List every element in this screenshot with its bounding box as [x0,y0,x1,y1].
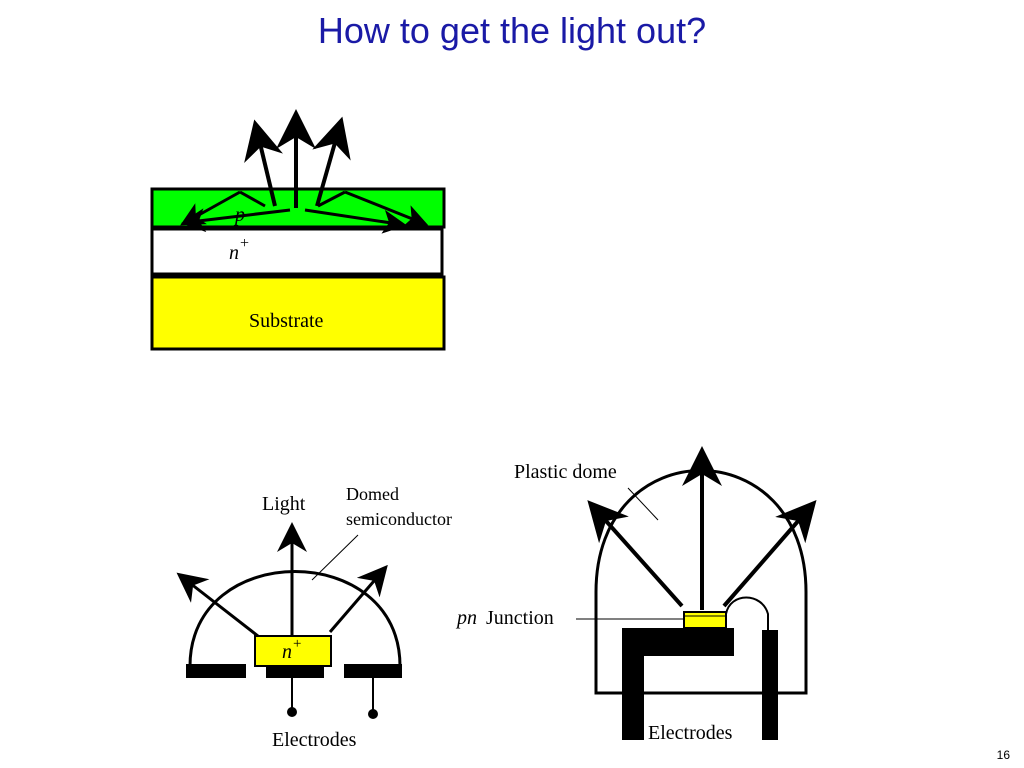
p-layer-label: p [233,204,245,226]
domed-ray-right [328,564,388,633]
light-label: Light [262,493,306,515]
n-layer-label: n [229,242,239,264]
base-electrode-left [186,664,246,678]
ray-right-low [304,208,407,234]
pn-junction-chip [683,611,727,629]
plastic-electrodes-label: Electrodes [648,722,733,744]
n-plus-layer [150,227,444,276]
domed-light-rays [176,522,388,638]
semiconductor-dome [188,570,402,667]
ray-left-up [239,190,266,208]
ray-up-left [244,119,284,207]
electrode-right-post [762,630,778,740]
plastic-ray-left [587,500,684,608]
n-plus-region [254,635,332,667]
slide-title: How to get the light out? [317,10,707,51]
ray-left-reflect [180,190,241,226]
internal-reflection-rays [180,190,429,234]
ray-right-up [317,190,346,208]
pn-label: pn [455,607,477,629]
layered-led-diagram: p n + Substrate [150,109,446,351]
junction-label: Junction [486,607,554,629]
plastic-dome-label-leader [627,487,659,521]
substrate-layer [150,275,446,351]
electrode-l-shaped [622,628,734,740]
n-layer-superscript: + [240,235,249,252]
ray-up-right [312,116,351,207]
plastic-dome-label: Plastic dome [514,461,617,483]
electrode-terminal-left [287,707,297,717]
plastic-dome-light-rays [587,446,817,610]
page-number: 16 [996,748,1010,762]
plastic-dome-diagram: Plastic dome pn Junction Electrodes [455,446,817,744]
domed-label-line1: Domed [346,484,399,504]
domed-label-leader [311,534,359,581]
domed-label-line2: semiconductor [346,509,452,529]
n-region-label: n [282,641,292,663]
domed-ray-left [176,572,259,638]
plastic-ray-right [722,499,817,608]
domed-electrodes-label: Electrodes [272,729,357,751]
escaping-rays [244,109,351,208]
ray-right-reflect [344,190,429,228]
n-region-superscript: + [293,636,301,652]
substrate-label: Substrate [249,310,324,332]
base-electrode-center [266,664,324,678]
electrode-terminal-right [368,709,378,719]
base-electrode-right [344,664,402,678]
domed-semiconductor-diagram: n + Light Domed semiconductor Electrodes [176,484,452,751]
bond-wire [725,596,769,632]
